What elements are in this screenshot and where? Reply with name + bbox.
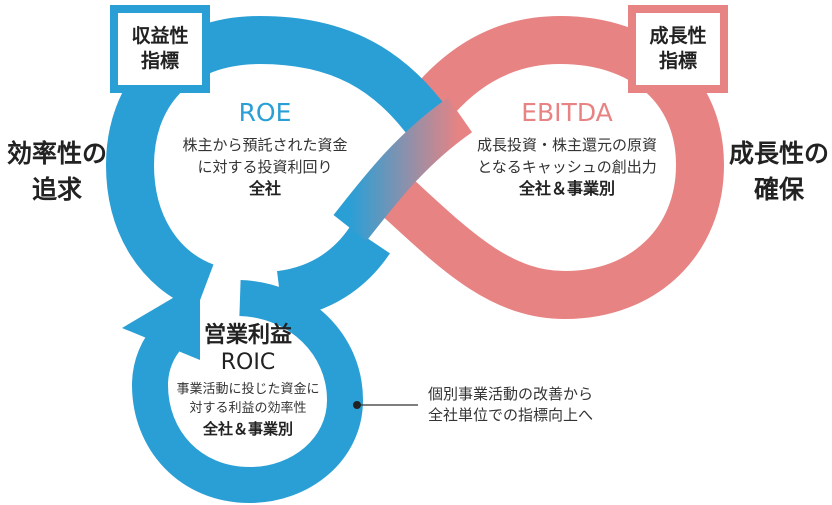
ebitda-loop xyxy=(378,15,725,320)
ebitda-block: EBITDA 成長投資・株主還元の原資 となるキャッシュの創出力 全社＆事業別 xyxy=(452,98,682,200)
roic-loop-right xyxy=(238,280,363,401)
loop-crossing xyxy=(333,97,473,242)
roic-loop xyxy=(131,322,363,504)
roic-block: 営業利益 ROIC 事業活動に投じた資金に 対する利益の効率性 全社＆事業別 xyxy=(148,322,348,440)
growth-indicator-box: 成長性 指標 xyxy=(628,5,728,93)
profitability-indicator-box: 収益性 指標 xyxy=(110,5,210,93)
ebitda-scope: 全社＆事業別 xyxy=(518,179,615,198)
roe-loop-inner xyxy=(276,226,390,319)
roe-block: ROE 株主から預託された資金 に対する投資利回り 全社 xyxy=(150,98,380,200)
callout-text: 個別事業活動の改善から 全社単位での指標向上へ xyxy=(428,385,594,424)
ebitda-title: EBITDA xyxy=(521,98,613,127)
efficiency-label: 効率性の 追求 xyxy=(6,139,107,204)
growth-label: 成長性の 確保 xyxy=(728,139,829,204)
callout-dot xyxy=(353,401,361,409)
roic-arrow-head xyxy=(122,282,200,360)
roic-title: ROIC xyxy=(220,350,276,375)
roe-title: ROE xyxy=(238,98,292,127)
roe-scope: 全社 xyxy=(248,179,281,198)
roic-scope: 全社＆事業別 xyxy=(202,420,293,438)
